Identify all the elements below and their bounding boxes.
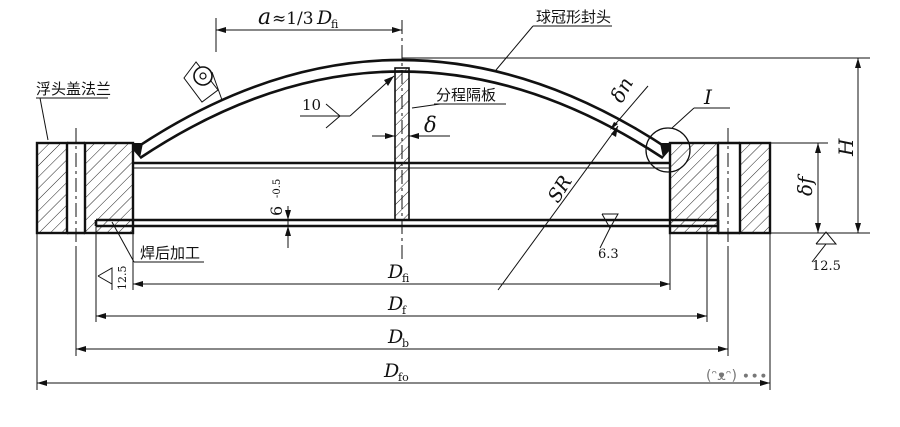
watermark: (ᵔᴥᵔ) ∙∙∙: [706, 368, 768, 384]
dim-a-D: D: [316, 7, 332, 29]
dimension-a: [215, 18, 402, 52]
flange-label-leader: [36, 97, 108, 141]
pass-partition-label: 分程隔板: [436, 86, 496, 104]
flange-right: [668, 128, 772, 248]
partition-label-leader: [411, 103, 506, 109]
detail-I-label: I: [703, 85, 713, 109]
roughness-12-5-right-label: 12.5: [812, 259, 841, 274]
sphere-head-label: 球冠形封头: [536, 8, 611, 26]
Dfi-label: D: [387, 261, 403, 283]
roughness-6-3: [599, 213, 619, 249]
dim-partition-thk: [372, 133, 450, 139]
Df-sub: f: [402, 304, 407, 317]
SR-label: SR: [544, 172, 577, 207]
detail-circle: [645, 127, 691, 173]
Df-label: D: [387, 293, 403, 315]
delta-n-label: δn: [605, 73, 638, 106]
roughness-12-5-left-label: 12.5: [116, 266, 129, 291]
dim-a-formula: ≈1/3: [272, 9, 314, 29]
dim-H: [402, 57, 870, 234]
detail-I-leader: [671, 107, 730, 129]
dim-a-D-sub: fi: [331, 18, 339, 31]
partition-tol-label: -0.5: [272, 179, 283, 198]
dim-delta-f: [770, 142, 828, 233]
roughness-12-5-left: [97, 267, 113, 290]
delta-f-label: δf: [793, 173, 817, 196]
dim-partition-6: [285, 206, 291, 248]
dim-SR: [497, 125, 619, 291]
dim-delta-n: [610, 85, 649, 130]
roughness-6-3-label: 6.3: [598, 247, 619, 262]
Db-label: D: [387, 326, 403, 348]
machined-after-weld-label: 焊后加工: [140, 244, 200, 262]
dim-a-symbol: a: [258, 5, 271, 30]
lifting-lug: [183, 61, 223, 103]
sphere-head-leader: [495, 25, 612, 71]
pass-partition-plate: [394, 20, 410, 260]
weld-size: 10: [302, 96, 321, 114]
Dfo-label: D: [383, 360, 399, 382]
partition-thk-label: 6: [267, 206, 286, 216]
Dfi-sub: fi: [402, 272, 410, 285]
Db-sub: b: [402, 337, 409, 350]
Dfo-sub: fo: [398, 371, 409, 384]
flange-left: [35, 128, 135, 248]
diameter-dims: [36, 226, 771, 390]
delta-label: δ: [424, 113, 437, 137]
machined-leader: [111, 221, 204, 263]
roughness-12-5-right: [811, 231, 838, 263]
H-label: H: [834, 138, 858, 157]
float-head-flange-label: 浮头盖法兰: [36, 80, 111, 98]
weld-symbol: [300, 75, 395, 129]
